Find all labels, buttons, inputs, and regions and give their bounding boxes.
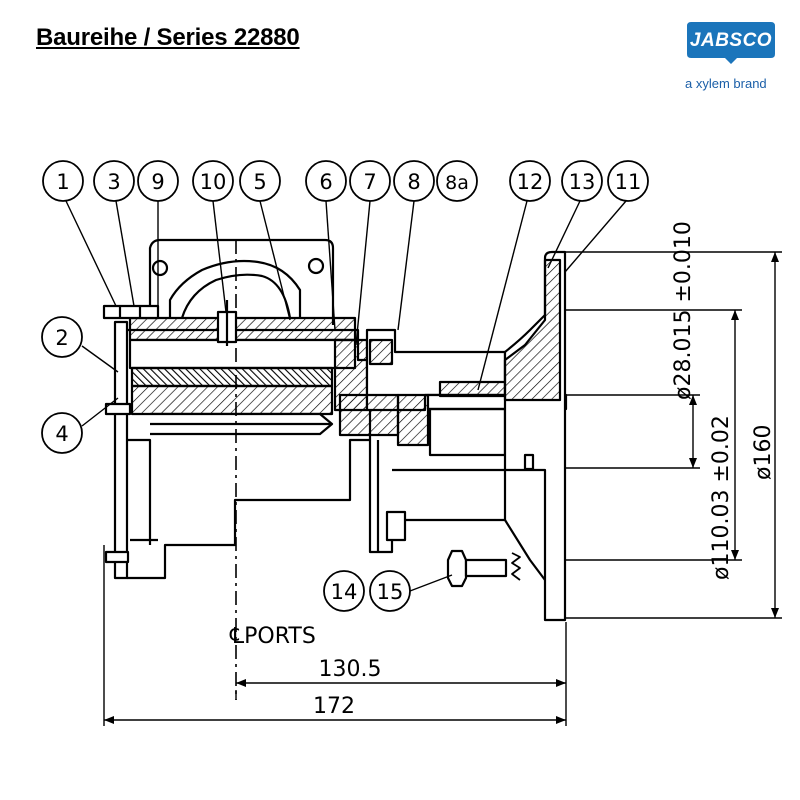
logo-wordmark: JABSCO xyxy=(689,30,773,51)
dimension-lines xyxy=(103,251,782,726)
callout-15 xyxy=(369,570,411,612)
callout-label: 2 xyxy=(55,326,68,350)
callout-11 xyxy=(607,160,649,202)
callout-label: 8 xyxy=(407,170,420,194)
callout-label: 15 xyxy=(377,580,404,604)
shaft-diameter-dimension: ø28.015 ±0.010 xyxy=(671,221,696,400)
callout-8 xyxy=(393,160,435,202)
callout-13 xyxy=(561,160,603,202)
callout-label: 4 xyxy=(55,422,68,446)
callout-label: 8a xyxy=(445,172,469,194)
callout-label: 14 xyxy=(331,580,358,604)
flange-diameter-dimension: ø160 xyxy=(751,425,776,480)
callout-leaders xyxy=(65,200,627,592)
callout-2 xyxy=(41,316,83,358)
callout-4 xyxy=(41,412,83,454)
overall-length-dimension: 172 xyxy=(313,694,355,719)
dimension-arrows xyxy=(104,252,779,724)
callout-14 xyxy=(323,570,365,612)
callout-label: 7 xyxy=(363,170,376,194)
callout-label: 9 xyxy=(151,170,164,194)
callout-label: 3 xyxy=(107,170,120,194)
callout-12 xyxy=(509,160,551,202)
ports-to-flange-dimension: 130.5 xyxy=(319,657,382,682)
callout-3 xyxy=(93,160,135,202)
callout-7 xyxy=(349,160,391,202)
logo-badge xyxy=(687,22,775,64)
callout-label: 1 xyxy=(56,170,69,194)
callout-label: 11 xyxy=(615,170,642,194)
callout-label: 10 xyxy=(200,170,227,194)
callout-label: 13 xyxy=(569,170,596,194)
dimension-labels: ℄PORTS 130.5 172 ø28.015 ±0.010 ø110.03 … xyxy=(229,221,776,719)
callout-8a xyxy=(436,160,478,202)
callout-label: 5 xyxy=(253,170,266,194)
brand-logo: JABSCO a xylem brand xyxy=(683,20,779,96)
page-title: Baureihe / Series 22880 xyxy=(36,24,300,51)
callout-9 xyxy=(137,160,179,202)
pump-body xyxy=(102,238,568,622)
callout-10 xyxy=(192,160,234,202)
pilot-diameter-dimension: ø110.03 ±0.02 xyxy=(709,415,734,580)
callout-5 xyxy=(239,160,281,202)
ports-centerline-label: ℄PORTS xyxy=(229,624,316,649)
callout-label: 12 xyxy=(517,170,544,194)
callout-1 xyxy=(42,160,84,202)
callout-bubbles xyxy=(41,160,649,612)
callout-labels: 1 3 9 10 5 6 7 8 8a 12 13 11 2 4 14 15 xyxy=(55,170,641,604)
logo-tagline: a xylem brand xyxy=(685,76,767,91)
callout-6 xyxy=(305,160,347,202)
callout-label: 6 xyxy=(319,170,332,194)
